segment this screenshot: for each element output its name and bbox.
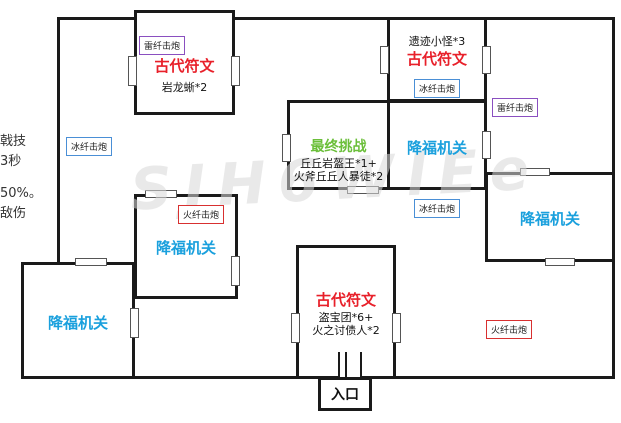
ice-cannon-badge: 冰纤击炮	[66, 137, 113, 156]
side-note-line: 50%。	[0, 186, 42, 201]
room-title: 降福机关	[155, 239, 216, 257]
door	[482, 46, 491, 74]
door	[347, 186, 379, 194]
door	[130, 308, 139, 338]
entrance-corridor-inner	[345, 352, 347, 379]
door	[231, 256, 240, 286]
room-title: 古代符文	[154, 57, 215, 75]
thunder-cannon-badge: 雷纤击炮	[492, 98, 539, 117]
entrance-corridor	[338, 352, 362, 379]
room-title: 古代符文	[406, 50, 467, 68]
side-note-line: 戟技	[0, 134, 27, 149]
room-title: 降福机关	[519, 210, 580, 228]
fire-cannon-badge: 火纤击炮	[486, 320, 533, 339]
door	[291, 313, 300, 343]
room-title: 降福机关	[406, 139, 467, 157]
door	[282, 134, 291, 162]
room-title: 古代符文	[315, 291, 376, 309]
ice-cannon-badge: 冰纤击炮	[414, 199, 461, 218]
thunder-cannon-badge: 雷纤击炮	[139, 36, 186, 55]
fire-cannon-badge: 火纤击炮	[178, 205, 225, 224]
door	[75, 258, 107, 266]
door	[380, 46, 389, 74]
room-subtitle: 遗迹小怪*3	[408, 35, 466, 48]
room-subtitle: 岩龙蜥*2	[161, 81, 208, 94]
room-subtitle: 火斧丘丘人暴徒*2	[293, 170, 384, 183]
entrance-label: 入口	[331, 387, 359, 403]
room-title: 最终挑战	[310, 139, 367, 155]
room-title: 降福机关	[47, 314, 108, 332]
room-mid-right-blessing	[387, 100, 487, 190]
door	[545, 258, 575, 266]
door	[231, 56, 240, 86]
door	[392, 313, 401, 343]
room-subtitle: 盗宝团*6+	[318, 311, 374, 324]
entrance-box[interactable]: 入口	[318, 377, 372, 411]
side-note-line: 3秒	[0, 154, 22, 169]
room-subtitle: 火之讨债人*2	[312, 324, 380, 337]
side-note: 戟技 3秒 50%。 敌伤	[0, 132, 42, 224]
door	[128, 56, 137, 86]
door	[482, 131, 491, 159]
room-subtitle: 丘丘岩盔王*1+	[300, 157, 377, 170]
door	[145, 190, 177, 198]
door	[520, 168, 550, 176]
ice-cannon-badge: 冰纤击炮	[414, 79, 461, 98]
side-note-line: 敌伤	[0, 206, 27, 221]
